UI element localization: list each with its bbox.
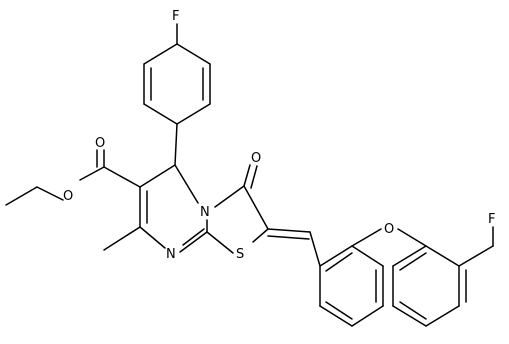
atom-label-s-ring: S: [236, 247, 244, 262]
bond: [179, 231, 208, 253]
bond: [392, 245, 427, 267]
bond: [425, 305, 460, 327]
bond: [319, 305, 353, 327]
bond: [143, 103, 178, 125]
bond: [325, 301, 353, 320]
bond: [243, 164, 251, 187]
bond: [425, 245, 460, 267]
atom-label-o-ester-ether: O: [63, 189, 73, 204]
bond: [267, 235, 310, 240]
bond: [351, 305, 384, 327]
atom-labels: F O O O N N S O F: [63, 9, 495, 262]
bond: [174, 123, 178, 166]
atom-label-f-top: F: [172, 9, 179, 24]
bond: [399, 301, 427, 320]
bond: [174, 164, 199, 204]
bond: [206, 231, 234, 254]
bond: [143, 43, 178, 65]
bond: [351, 228, 382, 247]
bond: [176, 103, 211, 125]
atom-label-f-right: F: [488, 212, 495, 227]
bond: [36, 186, 64, 201]
bond: [325, 252, 353, 272]
bond: [214, 185, 245, 208]
bond: [79, 166, 105, 181]
bond: [182, 228, 205, 246]
bond: [5, 186, 38, 206]
bond: [252, 228, 269, 243]
bond: [139, 164, 176, 188]
atom-label-o-ketone: O: [251, 151, 261, 166]
bonds: [5, 23, 494, 327]
atom-label-o-benzyl-ether: O: [384, 222, 394, 237]
bond: [397, 228, 427, 247]
atom-label-o-ester-carbonyl: O: [95, 136, 105, 151]
bond: [103, 226, 141, 251]
bond: [309, 231, 321, 267]
atom-label-n-imine: N: [166, 247, 176, 262]
bond: [351, 245, 384, 267]
bond: [243, 185, 269, 230]
bond: [267, 228, 311, 233]
bond: [139, 226, 166, 249]
bond: [458, 245, 494, 267]
bond: [250, 165, 258, 189]
bond: [103, 166, 141, 188]
atom-label-n-ring: N: [200, 205, 210, 220]
bond: [399, 252, 427, 271]
bond: [176, 43, 211, 65]
bond: [319, 245, 353, 267]
bond: [392, 305, 427, 327]
